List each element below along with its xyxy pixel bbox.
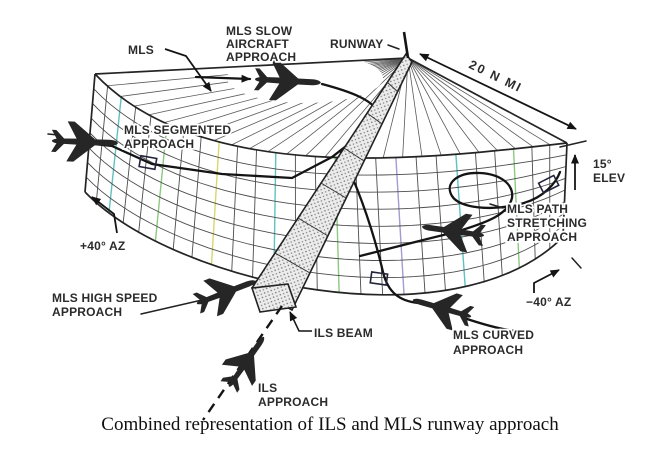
top-rim-edge bbox=[94, 73, 568, 159]
high-speed-label-1: MLS HIGH SPEED bbox=[52, 291, 158, 305]
stretching-label-2: STRETCHING bbox=[507, 216, 587, 230]
azimuth-plus-label: +40° AZ bbox=[80, 239, 125, 253]
stretching-label-1: MLS PATH bbox=[507, 202, 568, 216]
slow-approach-label-1: MLS SLOW bbox=[226, 24, 293, 38]
stretching-leader bbox=[489, 203, 504, 209]
aircraft-icon-high-speed bbox=[189, 263, 263, 322]
elev-label-1: 15° bbox=[593, 157, 612, 171]
segmented-label-1: MLS SEGMENTED bbox=[124, 123, 231, 137]
curved-approach-path bbox=[339, 150, 420, 305]
runway-tick bbox=[387, 44, 400, 50]
fan-left-boundary bbox=[94, 57, 409, 75]
ils-beam-shaft bbox=[250, 52, 413, 312]
runway-strip bbox=[402, 31, 410, 59]
segmented-label-2: APPROACH bbox=[124, 137, 194, 151]
ils-beam-leader bbox=[289, 311, 312, 332]
slow-approach-label-3: APPROACH bbox=[226, 50, 296, 64]
curved-approach-path-tail bbox=[462, 316, 518, 333]
waypoint-markers bbox=[138, 154, 560, 286]
azimuth-minus-arrow bbox=[533, 269, 560, 293]
curved-label-2: APPROACH bbox=[453, 343, 523, 357]
curved-label-1: MLS CURVED bbox=[453, 328, 534, 342]
ils-beam-label: ILS BEAM bbox=[314, 326, 373, 340]
azimuth-minus-label: −40° AZ bbox=[526, 295, 571, 309]
elev-tick bbox=[559, 140, 587, 148]
high-speed-label-2: APPROACH bbox=[52, 305, 122, 319]
mls-leader-arrow bbox=[164, 48, 212, 92]
aircraft-icon-path-stretching bbox=[419, 207, 488, 255]
waypoint-marker-curved bbox=[369, 271, 389, 286]
ils-beam bbox=[250, 52, 413, 313]
runway-label: RUNWAY bbox=[330, 37, 383, 51]
waypoint-marker-segmented bbox=[138, 154, 158, 171]
azimuth-plus-arrow bbox=[91, 196, 118, 234]
ils-approach-label-2: APPROACH bbox=[258, 395, 328, 409]
range-dimension-arrow bbox=[419, 53, 577, 130]
azimuth-minus-tick bbox=[571, 257, 582, 269]
stretching-label-3: APPROACH bbox=[507, 230, 577, 244]
ils-beam-end-cap bbox=[250, 283, 298, 313]
figure-caption: Combined representation of ILS and MLS r… bbox=[101, 414, 559, 435]
high-speed-leader bbox=[140, 299, 203, 315]
annotation-arrows bbox=[47, 48, 587, 332]
ils-approach-label-1: ILS bbox=[258, 381, 277, 395]
bottom-rim-edge bbox=[84, 191, 564, 296]
ils-beam-rungs bbox=[274, 81, 399, 274]
elev-label-2: ELEV bbox=[593, 171, 625, 185]
mls-label: MLS bbox=[128, 43, 154, 57]
right-face-edge bbox=[562, 142, 568, 238]
slow-approach-lead-arrow bbox=[194, 74, 252, 83]
waypoint-marker-stretching bbox=[537, 174, 560, 195]
slow-approach-label-2: AIRCRAFT bbox=[226, 37, 289, 51]
aircraft-icon-segmented-approach bbox=[50, 120, 119, 164]
left-face-edge bbox=[84, 73, 96, 193]
